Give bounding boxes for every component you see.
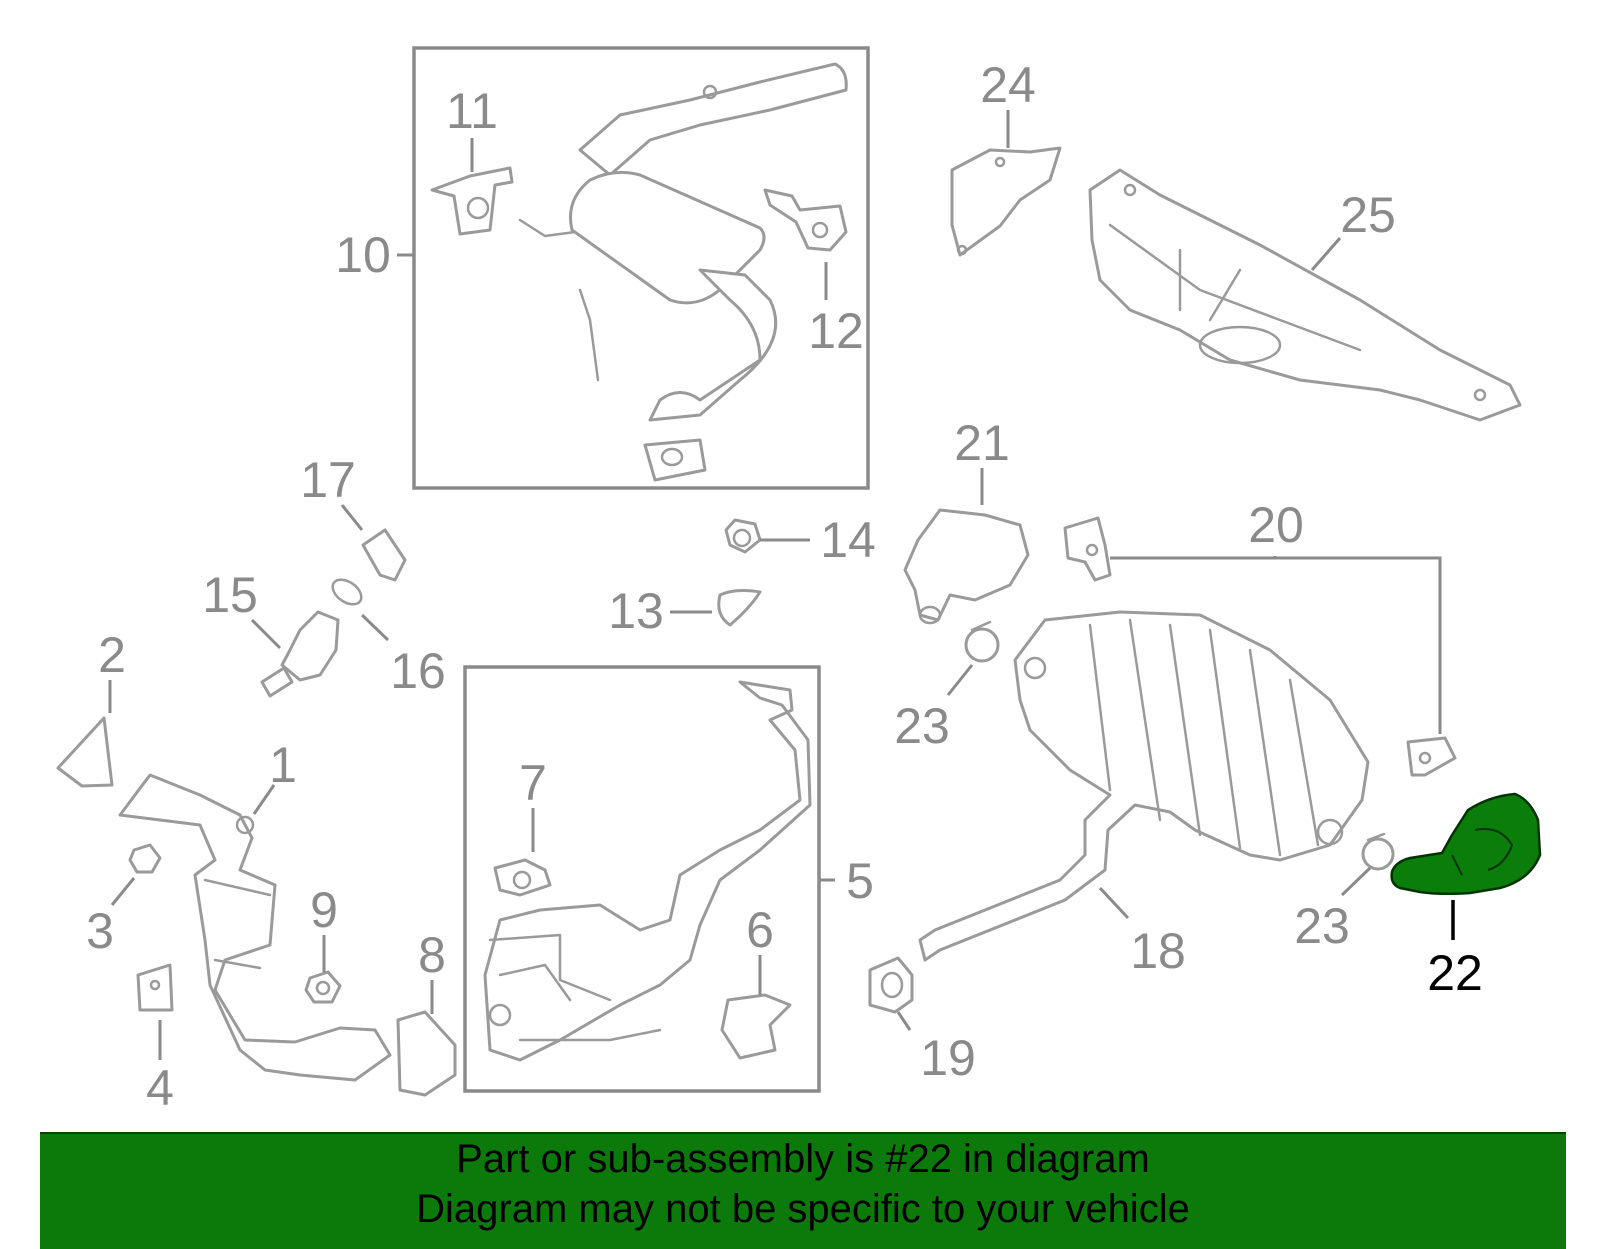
part-5-filter-assembly — [483, 680, 812, 1062]
part-21-tailpipe-tip — [903, 508, 1030, 625]
callout-24: 24 — [980, 57, 1036, 113]
part-18-muffler-pipe — [918, 610, 1370, 962]
callout-6: 6 — [746, 902, 774, 958]
callout-4: 4 — [146, 1060, 174, 1116]
part-12-bracket — [763, 188, 848, 252]
group-box-10 — [412, 46, 870, 490]
part-23-clamp-upper — [964, 620, 1000, 663]
callout-9: 9 — [310, 882, 338, 938]
part-17-clamp — [361, 528, 407, 582]
callout-16: 16 — [390, 643, 446, 699]
callout-1: 1 — [269, 737, 297, 793]
callout-13: 13 — [608, 583, 664, 639]
callout-14: 14 — [820, 512, 876, 568]
part-23-clamp-lower — [1361, 832, 1395, 871]
callout-12: 12 — [808, 303, 864, 359]
callout-20: 20 — [1248, 497, 1304, 553]
callout-labels: 1 2 3 4 5 6 7 8 9 10 11 12 13 14 15 16 1… — [86, 57, 1483, 1116]
part-6-bracket — [720, 993, 792, 1060]
part-19-isolator — [868, 956, 914, 1014]
callout-5: 5 — [846, 853, 874, 909]
callout-2: 2 — [98, 627, 126, 683]
part-15-valve — [260, 610, 340, 698]
callout-19: 19 — [920, 1030, 976, 1086]
callout-25: 25 — [1340, 187, 1396, 243]
part-24-heat-shield — [950, 146, 1062, 257]
callout-8: 8 — [418, 927, 446, 983]
callout-23-upper: 23 — [894, 698, 950, 754]
callout-22: 22 — [1427, 945, 1483, 1001]
part-14-nut — [724, 518, 762, 554]
part-25-heat-shield — [1088, 168, 1522, 422]
callout-18: 18 — [1130, 923, 1186, 979]
callout-15: 15 — [202, 567, 258, 623]
callout-7: 7 — [519, 755, 547, 811]
callout-17: 17 — [300, 452, 356, 508]
part-1-catalytic-converter — [118, 773, 392, 1082]
callout-23-lower: 23 — [1294, 898, 1350, 954]
callout-3: 3 — [86, 903, 114, 959]
callout-21: 21 — [954, 415, 1010, 471]
part-20-bracket-upper — [1063, 516, 1112, 582]
part-2-shield — [56, 716, 114, 788]
info-banner: Part or sub-assembly is #22 in diagram D… — [40, 1132, 1566, 1249]
part-4-bracket — [136, 963, 174, 1012]
banner-line-2: Diagram may not be specific to your vehi… — [416, 1187, 1190, 1231]
part-22-tailpipe-highlighted[interactable] — [1390, 792, 1542, 896]
part-16-gasket — [331, 578, 363, 606]
part-3-nut — [128, 843, 162, 874]
callout-10: 10 — [335, 227, 391, 283]
leader-lines — [108, 110, 1442, 1060]
part-20-bracket-lower — [1406, 736, 1457, 777]
part-13-shield — [717, 589, 762, 627]
part-8-shield — [396, 1010, 457, 1097]
callout-11: 11 — [446, 83, 498, 139]
banner-line-1: Part or sub-assembly is #22 in diagram — [456, 1137, 1150, 1181]
part-10-muffler-assembly — [518, 62, 848, 482]
part-9-nut — [304, 970, 342, 1004]
part-7-hanger — [493, 858, 552, 897]
part-11-hanger — [430, 166, 514, 236]
